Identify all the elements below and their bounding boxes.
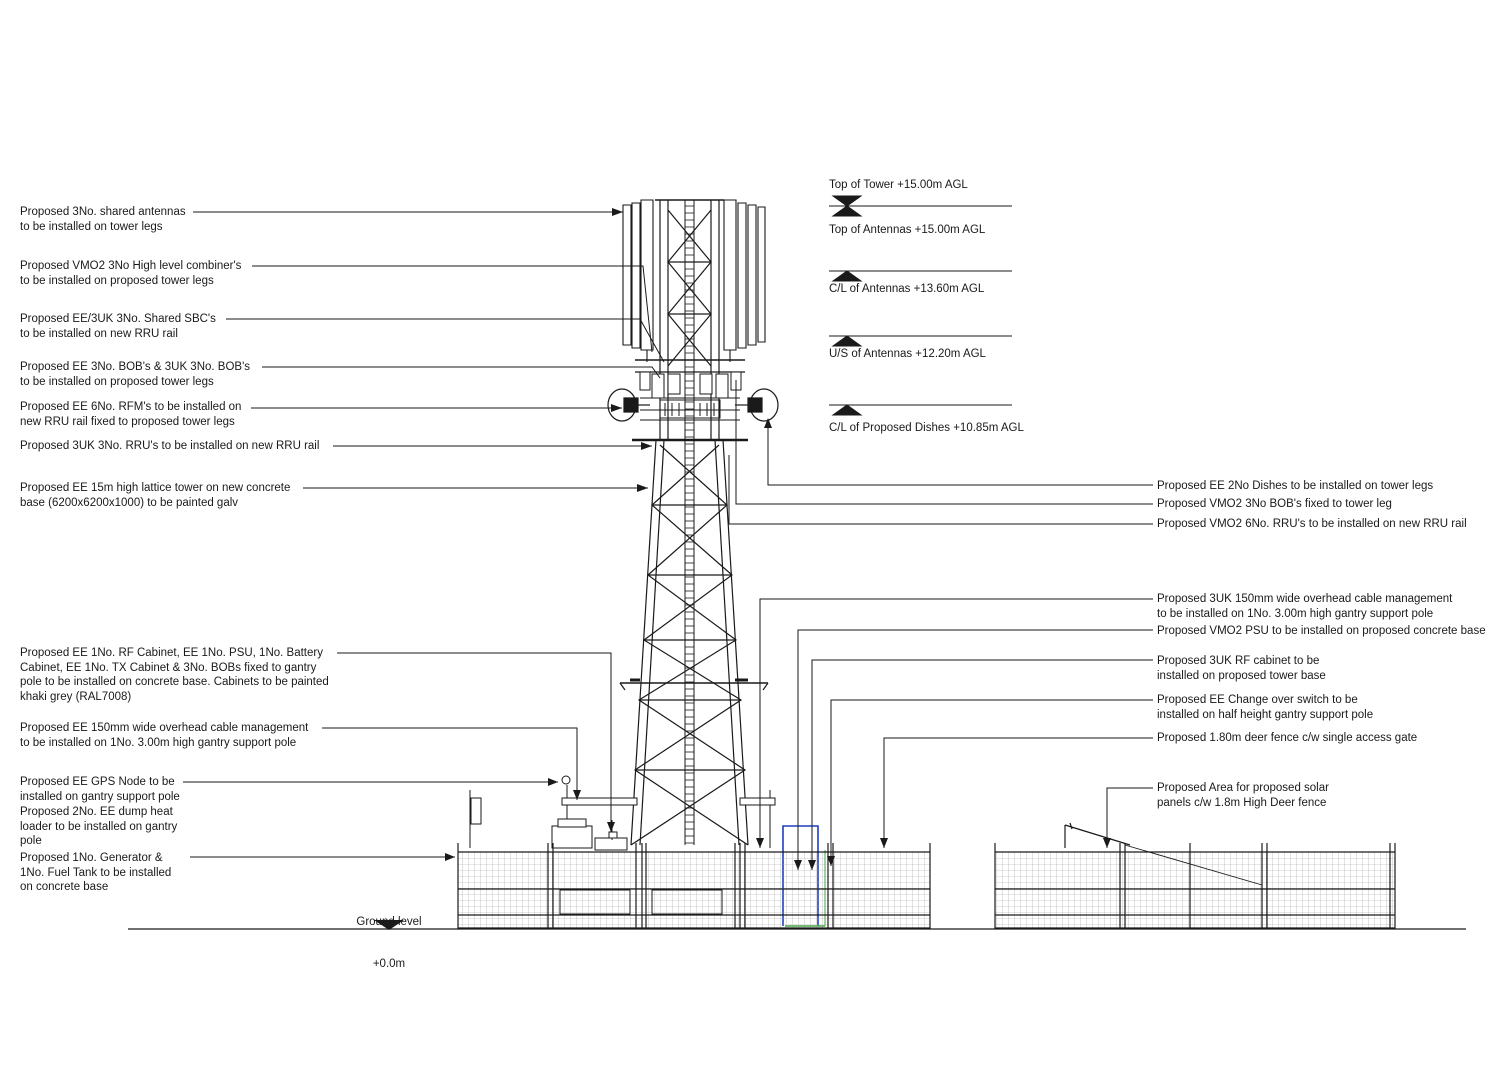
ground-level-label: Ground level +0.0m: [340, 887, 438, 985]
dish-left: [608, 389, 650, 421]
note-3uk-cable-management: Proposed 3UK 150mm wide overhead cable m…: [1157, 593, 1453, 620]
note-dump-heat: Proposed 2No. EE dump heat loader to be …: [20, 806, 178, 847]
note-generator: Proposed 1No. Generator & 1No. Fuel Tank…: [20, 852, 172, 893]
deer-fence-main: [458, 843, 930, 929]
level-markers: [829, 195, 1012, 416]
leader-arrowheads: [445, 208, 1111, 870]
shared-antennas: [623, 200, 765, 362]
note-change-over-switch: Proposed EE Change over switch to be ins…: [1157, 694, 1374, 721]
note-vmo2-bob: Proposed VMO2 3No BOB's fixed to tower l…: [1157, 498, 1392, 510]
note-antennas: Proposed 3No. shared antennas to be inst…: [20, 206, 186, 233]
level-top-of-tower: Top of Tower +15.00m AGL: [829, 179, 968, 191]
note-ee-cable-management: Proposed EE 150mm wide overhead cable ma…: [20, 722, 309, 749]
note-combiners: Proposed VMO2 3No High level combiner's …: [20, 260, 242, 287]
leader-lines: [183, 212, 1153, 870]
note-vmo2-psu: Proposed VMO2 PSU to be installed on pro…: [1157, 625, 1486, 637]
note-tower: Proposed EE 15m high lattice tower on ne…: [20, 482, 291, 509]
level-top-of-antennas: Top of Antennas +15.00m AGL: [829, 224, 986, 236]
level-cl-of-antennas: C/L of Antennas +13.60m AGL: [829, 283, 985, 295]
note-vmo2-rru: Proposed VMO2 6No. RRU's to be installed…: [1157, 518, 1467, 530]
note-rru-3uk: Proposed 3UK 3No. RRU's to be installed …: [20, 440, 320, 452]
note-3uk-rf-cabinet: Proposed 3UK RF cabinet to be installed …: [1157, 655, 1326, 682]
note-sbc: Proposed EE/3UK 3No. Shared SBC's to be …: [20, 313, 216, 340]
ground-level-marker: [374, 920, 404, 930]
ground-level-value: +0.0m: [372, 958, 406, 970]
note-cabinets: Proposed EE 1No. RF Cabinet, EE 1No. PSU…: [20, 647, 329, 703]
note-gps-node: Proposed EE GPS Node to be installed on …: [20, 776, 180, 803]
ground-level-text: Ground level: [356, 916, 422, 928]
level-us-of-antennas: U/S of Antennas +12.20m AGL: [829, 348, 986, 360]
note-deer-fence: Proposed 1.80m deer fence c/w single acc…: [1157, 732, 1418, 744]
note-rfm: Proposed EE 6No. RFM's to be installed o…: [20, 401, 242, 428]
note-bobs: Proposed EE 3No. BOB's & 3UK 3No. BOB's …: [20, 361, 251, 388]
head-equipment: [640, 372, 741, 420]
ground-equipment: [470, 776, 775, 850]
ladder: [685, 206, 694, 843]
deer-fence-solar: [995, 823, 1395, 929]
note-dishes: Proposed EE 2No Dishes to be installed o…: [1157, 480, 1434, 492]
dish-right: [735, 389, 778, 421]
level-cl-of-dishes: C/L of Proposed Dishes +10.85m AGL: [829, 422, 1024, 434]
note-solar-area: Proposed Area for proposed solar panels …: [1157, 782, 1329, 809]
